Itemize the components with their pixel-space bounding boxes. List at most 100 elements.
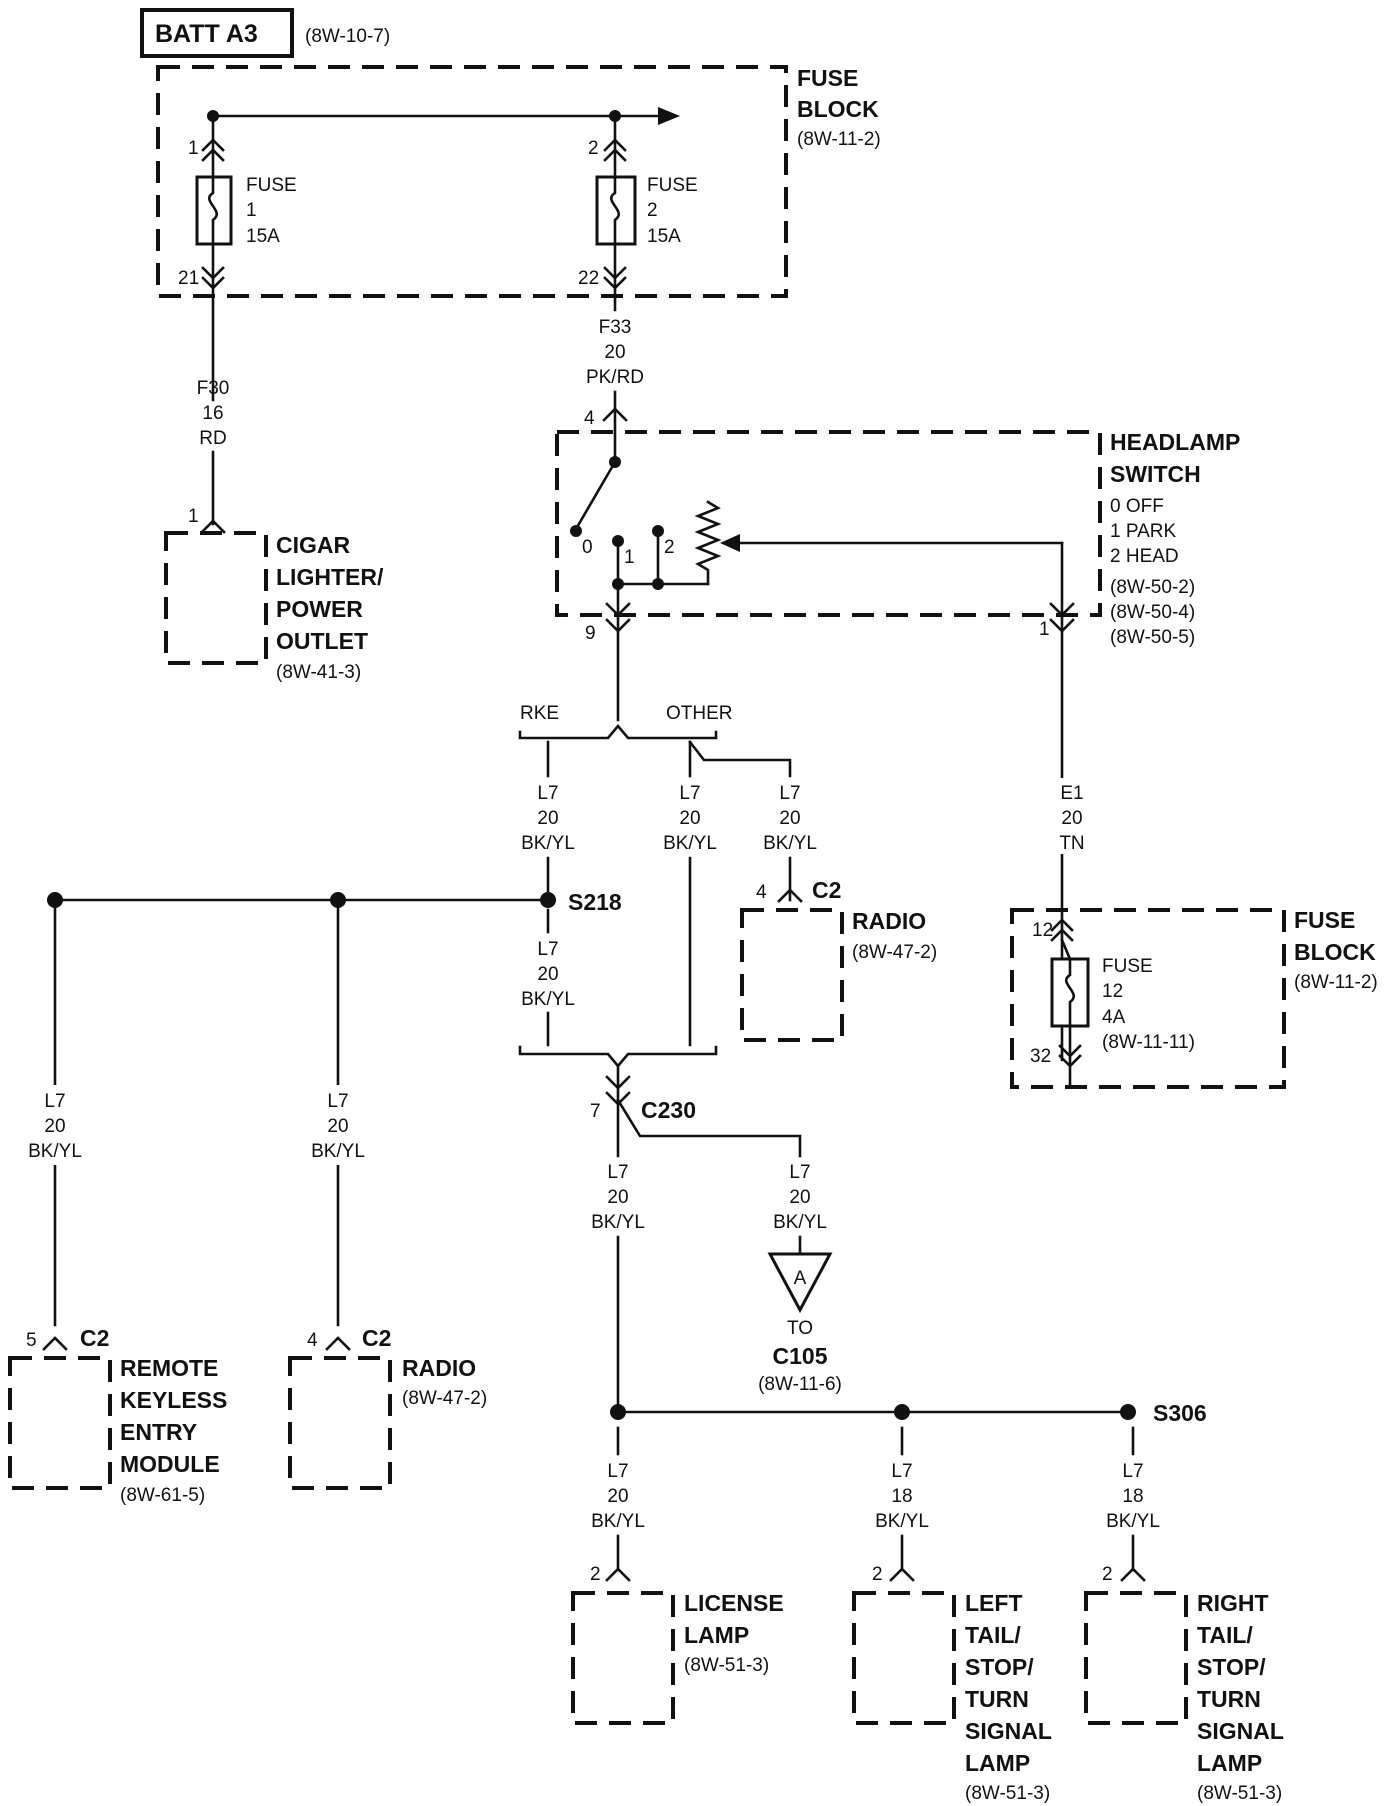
headlamp-switch-pos2: 2 HEAD — [1110, 546, 1179, 567]
rke-wire-circuit: L7 — [537, 783, 558, 804]
other-wire-b-color: BK/YL — [763, 833, 817, 854]
switch-out-chevron-icon — [605, 602, 631, 617]
switch-contact-0 — [570, 525, 582, 537]
left-tail-ref: (8W-51-3) — [965, 1783, 1050, 1804]
other-wire-a-color: BK/YL — [663, 833, 717, 854]
left-tail-wire-color: BK/YL — [875, 1511, 929, 1532]
cigar-label-1: CIGAR — [276, 532, 351, 558]
rke-wire-gauge: 20 — [537, 808, 558, 829]
rke-module-label-3: ENTRY — [120, 1419, 197, 1445]
fuse12-element-icon — [1065, 957, 1075, 1028]
fuse2-out-pin: 22 — [578, 268, 599, 289]
radio-bottom-pin: 4 — [307, 1330, 318, 1351]
fuse-block-top-ref: (8W-11-2) — [797, 129, 881, 150]
wire-e1-circuit-text: E1 — [1060, 783, 1083, 804]
fuse-block-right-label-1: FUSE — [1294, 907, 1355, 933]
radio-bottom-connector: C2 — [362, 1325, 391, 1351]
radio-top-pin-chevron-icon — [777, 888, 803, 903]
bus-node-left-tail — [894, 1404, 910, 1420]
radio-bottom-pin-chevron-icon — [325, 1336, 351, 1351]
left-tail-wire-gauge: 18 — [891, 1486, 912, 1507]
right-tail-wire-color: BK/YL — [1106, 1511, 1160, 1532]
license-wire-gauge: 20 — [607, 1486, 628, 1507]
switch-blade — [574, 460, 617, 531]
headlamp-switch-pos0: 0 OFF — [1110, 496, 1164, 517]
right-tail-wire-circuit: L7 — [1122, 1461, 1143, 1482]
right-tail-wire-gauge: 18 — [1122, 1486, 1143, 1507]
left-tail-label-1: LEFT — [965, 1590, 1023, 1616]
wire-e1-label-mask — [1048, 778, 1094, 854]
wire-f33-color: PK/RD — [586, 367, 644, 388]
license-wire-circuit: L7 — [607, 1461, 628, 1482]
fuse12-label-4: (8W-11-11) — [1102, 1032, 1195, 1053]
license-wire-color: BK/YL — [591, 1511, 645, 1532]
license-lamp-label-1: LICENSE — [684, 1590, 784, 1616]
right-tail-pin: 2 — [1102, 1564, 1113, 1585]
left-tail-label-3: STOP/ — [965, 1654, 1034, 1680]
other-wire-a-circuit: L7 — [679, 783, 700, 804]
left-tail-label-6: LAMP — [965, 1750, 1030, 1776]
splice-s218-label: S218 — [568, 889, 622, 915]
to-c105-to: TO — [787, 1318, 813, 1339]
fuse12-label-1: FUSE — [1102, 956, 1153, 977]
wire-e1-color-text: TN — [1059, 833, 1084, 854]
radio-bottom-outline — [288, 1356, 392, 1490]
headlamp-switch-ref3: (8W-50-5) — [1110, 627, 1195, 648]
dimmer-out-pin: 1 — [1039, 619, 1050, 640]
fuse-block-top-label-1: FUSE — [797, 65, 858, 91]
fuse1-out-chevron-icon-2 — [201, 276, 225, 290]
radio-bottom-wire-color: BK/YL — [311, 1141, 365, 1162]
batt-label: BATT A3 — [155, 20, 258, 48]
left-tail-label-2: TAIL/ — [965, 1622, 1021, 1648]
fuse1-in-pin: 1 — [188, 138, 199, 159]
switch-out-chevron-icon-2 — [605, 618, 631, 633]
fuse1-element-icon — [208, 175, 218, 246]
dimmer-out-chevron-icon-2 — [1049, 618, 1075, 633]
fuse2-in-pin: 2 — [588, 138, 599, 159]
fuse12-label-2: 12 — [1102, 981, 1123, 1002]
radio-bottom-wire-label-mask — [308, 1085, 368, 1165]
switch-common-node-2 — [652, 578, 664, 590]
left-tail-pin: 2 — [872, 1564, 883, 1585]
switch-contact-1-label: 1 — [624, 547, 635, 568]
to-c105-triangle-icon — [767, 1252, 833, 1314]
cigar-ref: (8W-41-3) — [276, 662, 361, 683]
c230-main-wire-gauge: 20 — [607, 1187, 628, 1208]
c230-branch-wire-circuit: L7 — [789, 1162, 810, 1183]
cigar-label-4: OUTLET — [276, 628, 368, 654]
headlamp-switch-label-2: SWITCH — [1110, 461, 1201, 487]
fuse12-in-pin: 12 — [1032, 920, 1053, 941]
headlamp-switch-ref2: (8W-50-4) — [1110, 602, 1195, 623]
radio-top-outline — [740, 908, 844, 1042]
dimmer-out-chevron-icon — [1049, 602, 1075, 617]
rheostat-icon — [694, 500, 722, 586]
batt-box — [140, 8, 294, 58]
rke-module-wire-circuit: L7 — [44, 1091, 65, 1112]
cigar-label-3: POWER — [276, 596, 363, 622]
c230-branch-wire-gauge: 20 — [789, 1187, 810, 1208]
right-tail-outline — [1084, 1591, 1188, 1725]
fuse12-out-pin: 32 — [1030, 1046, 1051, 1067]
radio-bottom-wire-gauge: 20 — [327, 1116, 348, 1137]
wire-f30-circuit: F30 — [197, 378, 230, 399]
fuse2-label-3: 15A — [647, 226, 681, 247]
rke-module-outline — [8, 1356, 112, 1490]
fuse1-out-pin: 21 — [178, 268, 199, 289]
fuse1-out-chevron-icon — [201, 266, 225, 280]
fuse12-label-3: 4A — [1102, 1007, 1126, 1028]
fuse12-in-chevron-icon-2 — [1050, 928, 1074, 942]
to-c105-marker: A — [794, 1268, 807, 1289]
license-lamp-outline — [571, 1591, 675, 1725]
cigar-lighter-outline — [164, 531, 268, 665]
license-pin-chevron-icon — [605, 1567, 631, 1582]
rke-module-label-4: MODULE — [120, 1451, 220, 1477]
fuse2-out-chevron-icon — [603, 266, 627, 280]
c230-main-wire-color: BK/YL — [591, 1212, 645, 1233]
batt-ref: (8W-10-7) — [305, 26, 390, 47]
license-pin: 2 — [590, 1564, 601, 1585]
radio-top-label: RADIO — [852, 908, 926, 934]
fuse-block-right-label-2: BLOCK — [1294, 939, 1376, 965]
branch-other-label: OTHER — [666, 703, 733, 724]
rke-wire-color: BK/YL — [521, 833, 575, 854]
